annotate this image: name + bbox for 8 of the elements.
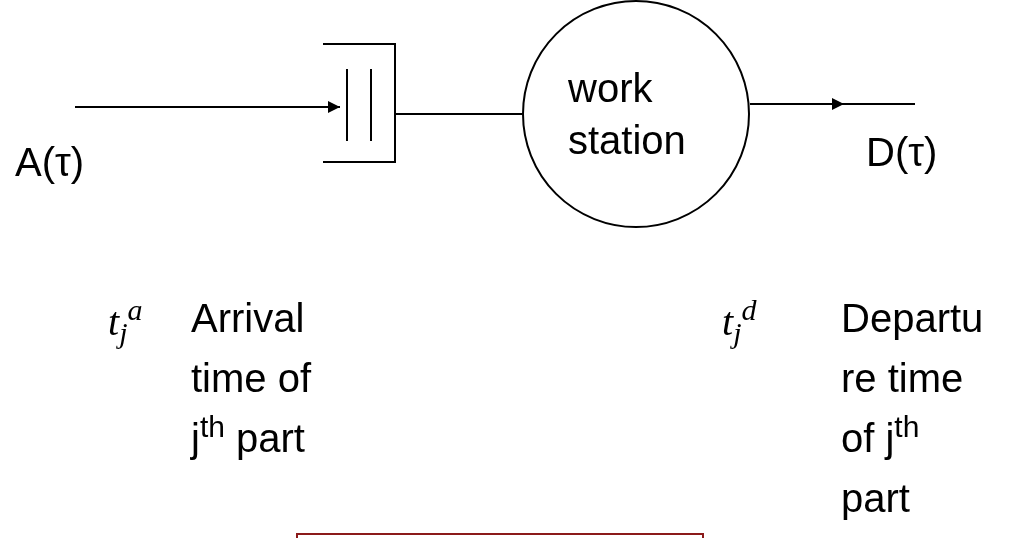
- arrow: [74, 101, 341, 113]
- arrival-function-label: A(τ): [15, 139, 85, 186]
- node-label: work station: [567, 65, 687, 164]
- queue-buffer: [323, 43, 396, 163]
- arrival-time-description: Arrival time of j$^{th}$ part: [191, 295, 313, 462]
- arrow: [749, 98, 845, 110]
- departure-function-label: D(τ): [866, 129, 938, 176]
- departure-time-description: Departure time of j$^{th}$ part: [841, 295, 985, 522]
